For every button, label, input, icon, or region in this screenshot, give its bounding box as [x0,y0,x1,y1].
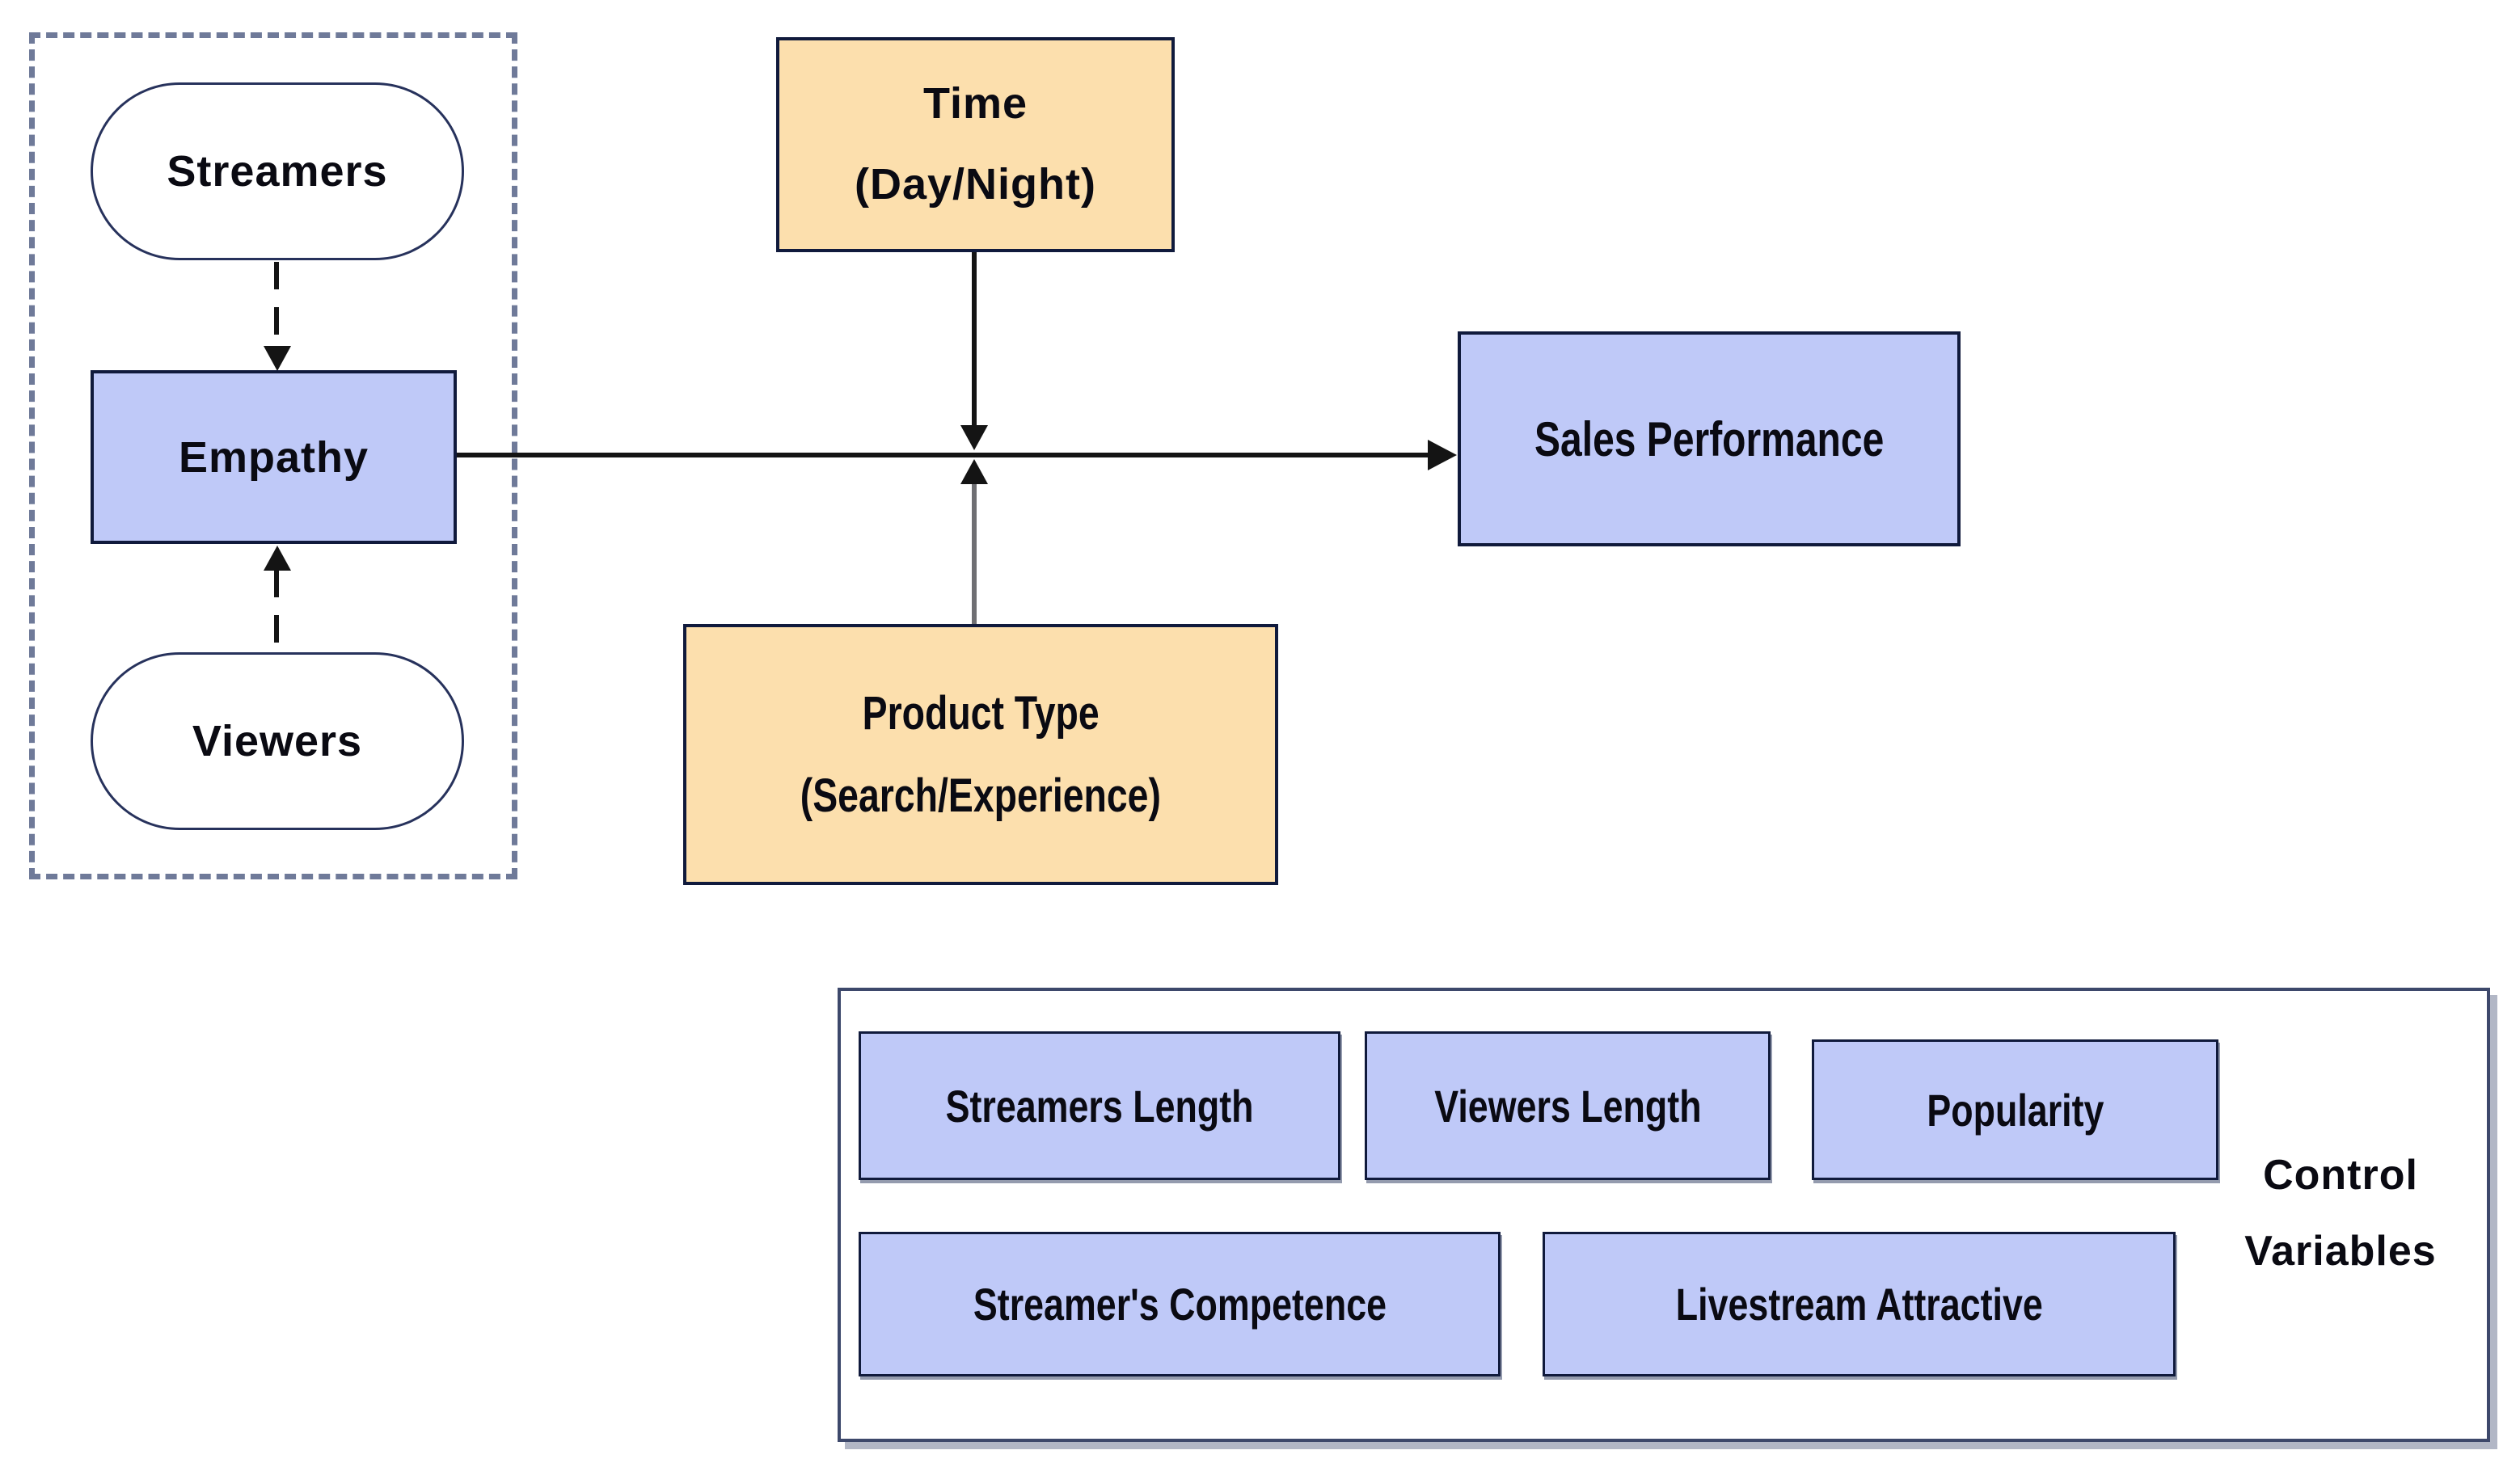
arrowhead-down-icon [264,346,291,371]
arrowhead-up-icon [264,546,291,571]
product-type-label-line2: (Search/Experience) [800,769,1162,822]
arrow-product-to-path [972,484,977,624]
arrow-viewers-to-empathy [274,570,279,651]
control-variables-frame: Streamers Length Viewers Length Populari… [838,988,2490,1442]
sales-performance-label: Sales Performance [1534,411,1885,466]
streamers-label: Streamers [167,147,388,196]
popularity-label: Popularity [1926,1084,2104,1136]
control-variables-title: Control Variables [2207,1138,2474,1289]
streamers-length-label: Streamers Length [945,1080,1254,1132]
arrowhead-down-icon [960,425,988,450]
control-box-livestream-attractive: Livestream Attractive [1543,1232,2176,1376]
node-product-type: Product Type (Search/Experience) [683,624,1278,885]
node-sales-performance: Sales Performance [1458,331,1961,546]
livestream-attractive-label: Livestream Attractive [1675,1279,2043,1330]
viewers-label: Viewers [192,717,363,765]
node-viewers: Viewers [91,652,464,830]
arrow-streamers-to-empathy [274,262,279,346]
node-empathy: Empathy [91,370,457,544]
product-type-label-line1: Product Type [862,687,1100,740]
viewers-length-label: Viewers Length [1433,1080,1702,1132]
control-box-popularity: Popularity [1812,1039,2218,1180]
control-box-streamers-competence: Streamer's Competence [859,1232,1501,1376]
control-variables-title-line2: Variables [2244,1227,2437,1275]
time-label-line2: (Day/Night) [855,160,1096,209]
control-variables-title-line1: Control [2263,1152,2418,1199]
time-label-line1: Time [922,79,1028,129]
control-box-streamers-length: Streamers Length [859,1031,1340,1180]
node-streamers: Streamers [91,82,464,260]
arrowhead-right-icon [1428,440,1457,470]
control-box-viewers-length: Viewers Length [1365,1031,1771,1180]
streamers-competence-label: Streamer's Competence [973,1279,1387,1330]
arrow-empathy-to-sales [457,453,1429,457]
arrow-time-to-path [972,252,977,425]
node-time: Time (Day/Night) [776,37,1175,252]
arrowhead-up-icon [960,459,988,484]
empathy-label: Empathy [178,432,369,482]
